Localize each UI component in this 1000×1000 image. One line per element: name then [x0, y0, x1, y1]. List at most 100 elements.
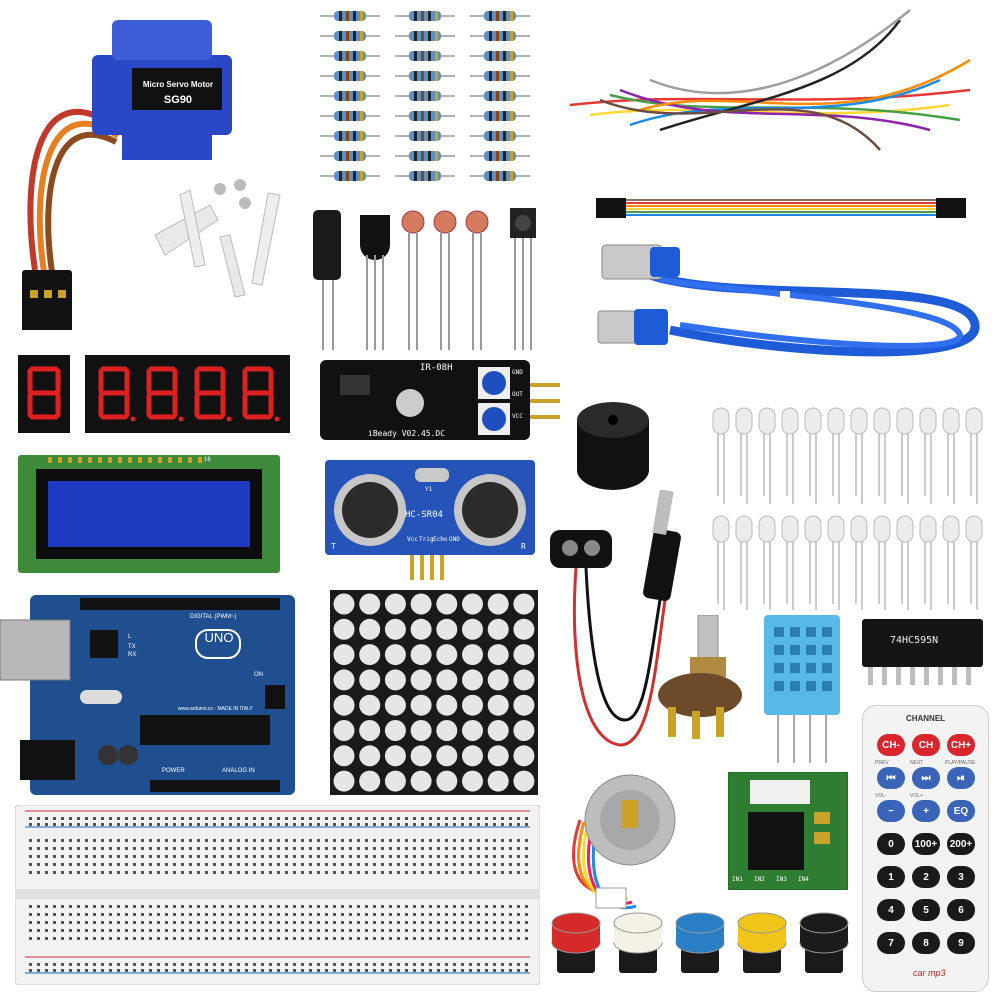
- matrix-led: [410, 745, 432, 767]
- ir-module-pin-gnd: GND: [512, 369, 523, 376]
- matrix-led: [462, 770, 483, 792]
- arduino-power-label: POWER: [162, 768, 185, 774]
- matrix-led: [462, 694, 483, 716]
- matrix-led: [513, 618, 535, 640]
- matrix-led: [487, 720, 509, 741]
- push-button-caps: [545, 905, 855, 985]
- remote-button[interactable]: +: [912, 800, 940, 822]
- seven-segment-digit: [194, 366, 226, 420]
- matrix-led: [359, 644, 381, 666]
- matrix-led: [384, 644, 406, 666]
- matrix-led: [410, 644, 432, 666]
- remote-button[interactable]: 6: [947, 899, 975, 921]
- matrix-led: [359, 720, 381, 741]
- remote-button[interactable]: 9: [947, 932, 975, 954]
- breadboard: [14, 804, 541, 986]
- matrix-led: [436, 745, 458, 767]
- remote-button[interactable]: 5: [912, 899, 940, 921]
- remote-button[interactable]: ⏯: [947, 767, 975, 789]
- led: [919, 515, 937, 543]
- jumper-wires: [550, 0, 990, 180]
- push-button-cap: [549, 909, 603, 973]
- ultrasonic-t-label: T: [331, 542, 336, 551]
- seven-segment-digit: [98, 366, 130, 420]
- ir-module-version: iBeady V02.45.DC: [368, 429, 446, 438]
- ir-module-model: IR-08H: [420, 363, 453, 373]
- remote-button-caption: NEXT: [910, 760, 924, 766]
- seven-segment-digit: [242, 366, 274, 420]
- led: [965, 515, 983, 543]
- matrix-led: [513, 720, 535, 741]
- stepper-motor: [560, 760, 695, 920]
- remote-button[interactable]: 1: [877, 866, 905, 888]
- arduino-uno-board: UNO DIGITAL (PWM~) www.arduino.cc - MADE…: [0, 590, 300, 800]
- remote-button[interactable]: ⏭: [912, 767, 940, 789]
- arduino-led-on: ON: [254, 672, 263, 678]
- matrix-led: [436, 593, 458, 615]
- matrix-led: [462, 720, 483, 741]
- arduino-led-l: L: [128, 634, 132, 640]
- driver-pin-in3: IN3: [776, 876, 787, 883]
- led: [850, 407, 868, 435]
- remote-button[interactable]: CH-: [877, 734, 905, 756]
- dht11-sensor: [762, 615, 842, 765]
- led: [873, 515, 891, 543]
- led: [942, 515, 960, 543]
- remote-button[interactable]: EQ: [947, 800, 975, 822]
- remote-button[interactable]: CH: [912, 734, 940, 756]
- push-button-cap: [611, 909, 665, 973]
- arduino-url: www.arduino.cc - MADE IN ITALY: [178, 706, 253, 712]
- matrix-led: [410, 618, 432, 640]
- push-button-cap: [797, 909, 851, 973]
- servo-title: Micro Servo Motor: [142, 80, 214, 89]
- matrix-led: [436, 720, 458, 741]
- led-array: [705, 400, 990, 612]
- remote-button[interactable]: 3: [947, 866, 975, 888]
- remote-button[interactable]: 7: [877, 932, 905, 954]
- driver-pin-in4: IN4: [798, 876, 809, 883]
- led: [896, 515, 914, 543]
- led: [781, 515, 799, 543]
- matrix-led: [436, 770, 458, 792]
- matrix-led: [513, 694, 535, 716]
- matrix-led: [513, 669, 535, 691]
- servo-horns: [150, 175, 300, 305]
- remote-header: CHANNEL: [905, 714, 946, 723]
- matrix-led: [384, 593, 406, 615]
- usb-cable: [590, 235, 990, 385]
- remote-button[interactable]: −: [877, 800, 905, 822]
- remote-button[interactable]: CH+: [947, 734, 975, 756]
- remote-button[interactable]: 4: [877, 899, 905, 921]
- potentiometer: [650, 614, 750, 740]
- remote-button-caption: PLAY/PAUSE: [945, 760, 976, 766]
- led: [850, 515, 868, 543]
- remote-button[interactable]: 100+: [912, 833, 940, 855]
- servo-motor: Micro Servo Motor SG90: [0, 10, 235, 340]
- remote-button[interactable]: 8: [912, 932, 940, 954]
- matrix-led: [333, 644, 355, 666]
- remote-button[interactable]: 200+: [947, 833, 975, 855]
- matrix-led: [359, 669, 381, 691]
- resistor-array: [318, 8, 538, 193]
- matrix-led: [333, 720, 355, 741]
- remote-button-caption: VOL+: [910, 793, 923, 799]
- driver-pin-in2: IN2: [754, 876, 765, 883]
- led: [827, 515, 845, 543]
- matrix-led: [436, 669, 458, 691]
- remote-button[interactable]: 2: [912, 866, 940, 888]
- ultrasonic-pin-trig: Trig: [419, 536, 434, 543]
- matrix-led: [333, 694, 355, 716]
- led: [712, 515, 730, 543]
- remote-button[interactable]: 0: [877, 833, 905, 855]
- matrix-led: [410, 694, 432, 716]
- matrix-led: [384, 694, 406, 716]
- stepper-driver-board: IN1 IN2 IN3 IN4: [727, 771, 849, 891]
- small-components: [305, 200, 550, 360]
- battery-clip-with-dc-jack: [540, 489, 700, 755]
- arduino-led-rx: RX: [128, 652, 137, 658]
- remote-button[interactable]: ⏮: [877, 767, 905, 789]
- push-button-cap: [735, 909, 789, 973]
- led: [873, 407, 891, 435]
- matrix-led: [462, 745, 483, 767]
